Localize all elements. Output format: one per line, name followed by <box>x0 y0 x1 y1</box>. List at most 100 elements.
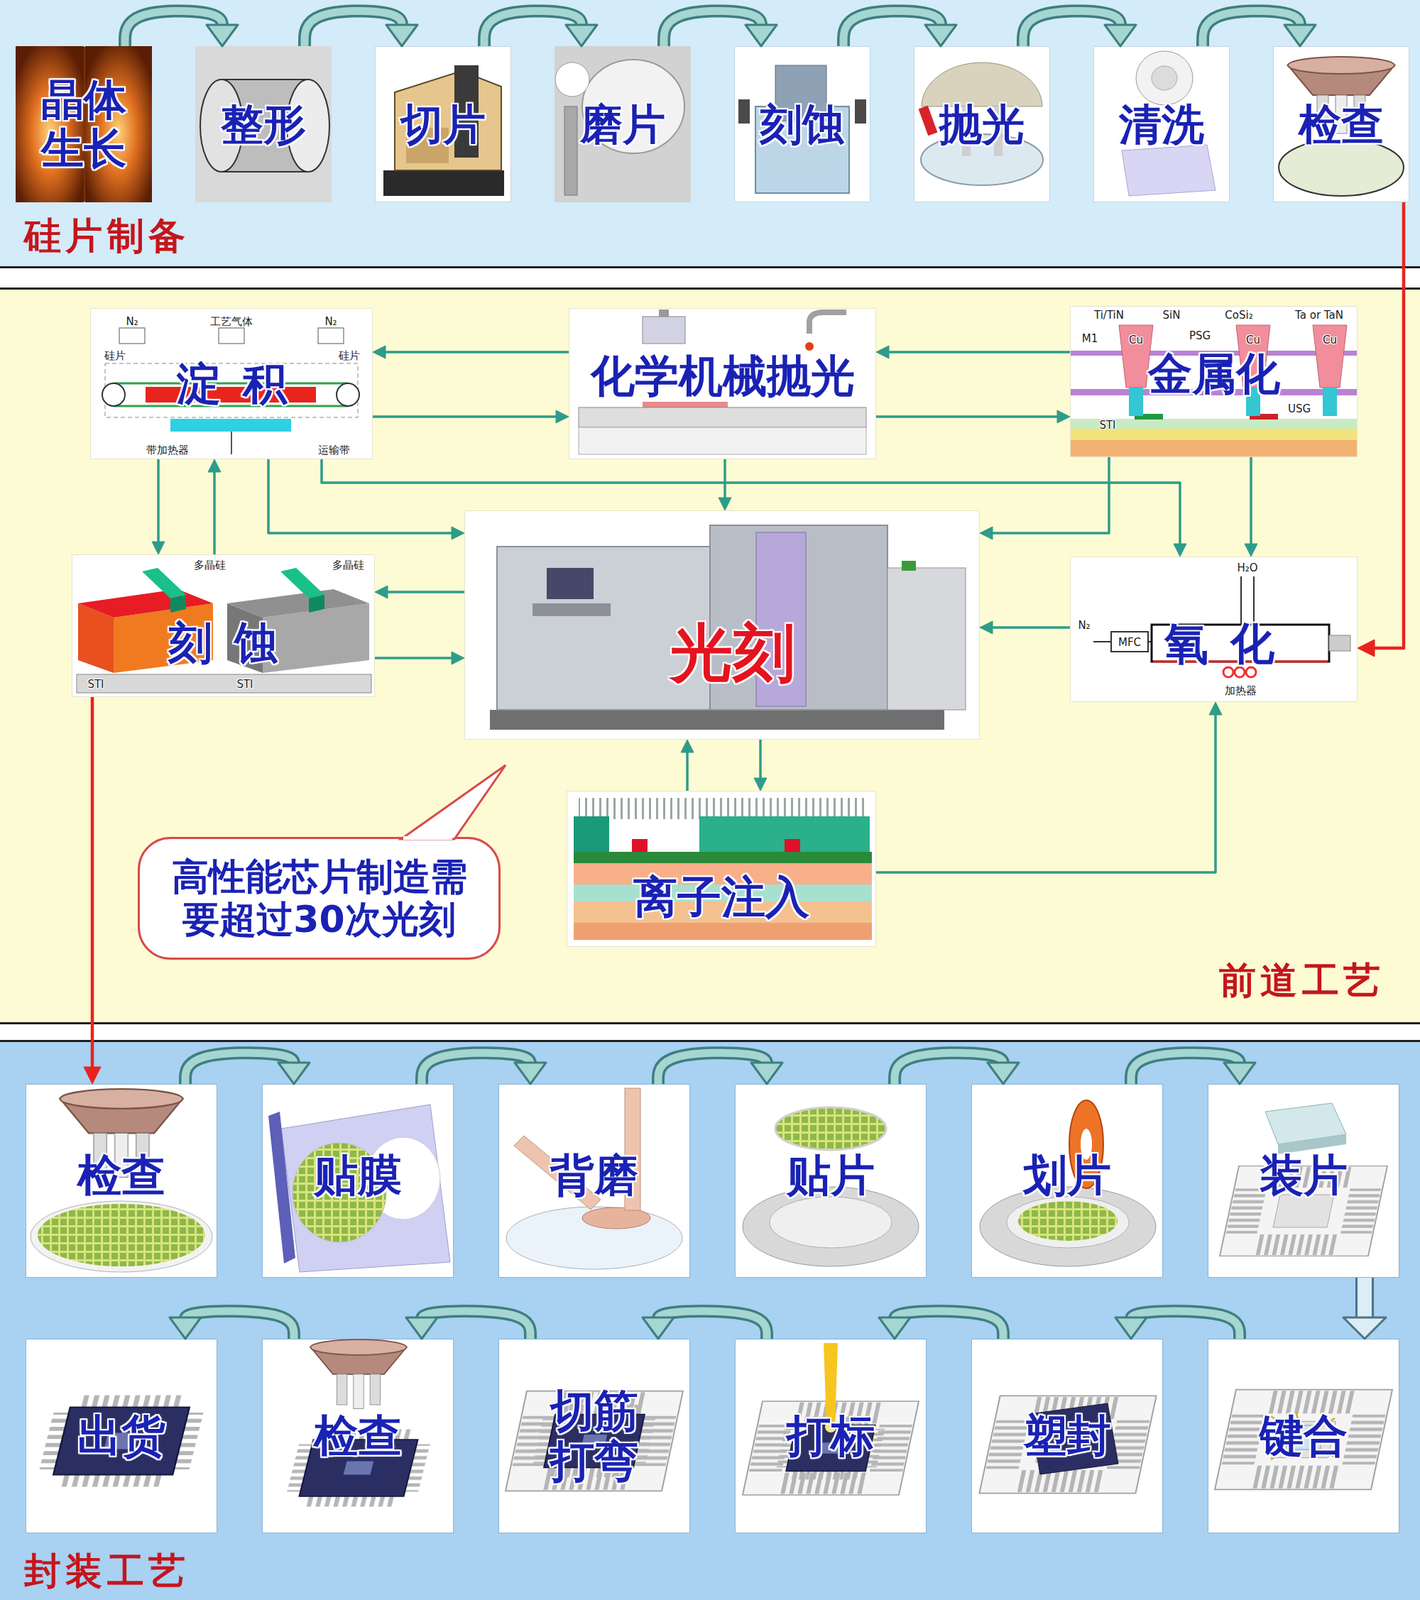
metallization-cross-section <box>1070 325 1357 457</box>
oxidation-furnace <box>1111 631 1149 652</box>
deposition-schematic <box>218 328 245 344</box>
oxidation-furnace <box>1246 667 1256 678</box>
label-anchor: N₂ <box>125 314 138 329</box>
marking-drawing <box>823 1343 838 1426</box>
process-label: 淀积 <box>154 358 309 409</box>
process-link <box>876 345 1070 359</box>
flow-arrow <box>1131 1311 1240 1340</box>
step-label: 检查 <box>77 1150 166 1201</box>
flow-arrow <box>894 1311 1004 1340</box>
flow-arrow <box>1023 10 1121 47</box>
label-anchor: Cu <box>1246 332 1261 347</box>
part-label: 带加热器 <box>146 443 189 457</box>
part-label: CoSi₂ <box>1224 308 1253 322</box>
cmp-drawing <box>805 342 814 351</box>
flow-arrow <box>484 10 582 47</box>
process-link <box>372 415 559 419</box>
dicing-drawing <box>1080 1128 1092 1161</box>
ion-implant-drawing <box>573 923 872 941</box>
arrow-head <box>372 345 386 359</box>
etch-tank-drawing <box>738 65 867 194</box>
arrow-head <box>1057 410 1070 424</box>
polishing-drawing <box>962 106 971 157</box>
flow-arrow <box>1131 1052 1240 1085</box>
label-anchor: USG <box>1287 401 1311 416</box>
label-anchor: 工艺气体 <box>210 314 253 329</box>
lithography-machine <box>756 532 806 707</box>
arrow-head <box>718 497 732 511</box>
band-title: 硅片制备 <box>19 215 190 258</box>
wafer-mount-drawing <box>742 1187 919 1267</box>
process-link <box>1244 457 1258 557</box>
trim-form-drawing <box>505 1391 684 1492</box>
shipping-chip-drawing <box>34 1395 208 1487</box>
process-link <box>754 739 767 791</box>
step-label: 塑封 <box>1023 1410 1112 1462</box>
marking-drawing <box>742 1401 919 1496</box>
arrow-head <box>555 410 569 424</box>
arrow-head <box>151 541 165 555</box>
flow-arrow <box>1357 1278 1372 1322</box>
flow-arrow <box>185 1052 310 1085</box>
trim-form-drawing <box>530 1405 659 1478</box>
etch-tank-drawing <box>755 106 850 194</box>
wafer-mount-drawing <box>742 1107 919 1267</box>
arrow-head <box>514 1062 546 1085</box>
wafer-slicing-machine <box>383 170 505 196</box>
part-label: Ta or TaN <box>1295 308 1344 322</box>
cleaning-drawing <box>1151 66 1178 91</box>
step-label: 清洗 <box>1118 100 1205 150</box>
wire-bond-drawing <box>1270 1412 1337 1460</box>
label-anchor: STI <box>87 677 104 691</box>
step-label: 划片 <box>1023 1150 1112 1201</box>
process-link <box>385 590 465 594</box>
wafer-inspection-drawing <box>1278 56 1404 196</box>
step-label: 检查 <box>313 1410 402 1462</box>
process-link <box>680 739 694 791</box>
band-title: 前道工艺 <box>1214 959 1385 1003</box>
process-label: 刻蚀 <box>146 617 301 669</box>
package-inspection-drawing <box>30 1201 213 1273</box>
arrow-head <box>1104 24 1136 47</box>
process-link <box>374 656 454 660</box>
process-band: 前道工艺淀积化学机械抛光金属化刻蚀光刻氧化离子注入高性能芯片制造需要超过30次光… <box>0 287 1420 1025</box>
wire-bond-drawing <box>1214 1390 1393 1491</box>
arrow-head <box>925 24 957 47</box>
step-label: 检查 <box>1298 100 1384 150</box>
oxidation-furnace <box>1151 624 1330 662</box>
part-label: STI <box>236 678 253 691</box>
polishing-drawing <box>994 106 1003 157</box>
crystal-growth-photo <box>15 46 152 203</box>
tape-mount-drawing <box>292 1143 387 1243</box>
deposition-schematic <box>170 418 292 432</box>
cmp-drawing <box>578 407 867 428</box>
process-link <box>876 410 1070 424</box>
polishing-drawing <box>918 105 938 136</box>
metallization-cross-section <box>1118 325 1154 388</box>
callout-bubble: 高性能芯片制造需要超过30次光刻 <box>137 837 501 960</box>
die-attach-drawing <box>1219 1103 1388 1256</box>
process-link <box>723 459 727 500</box>
flow-arrow <box>421 1052 546 1085</box>
etch-structure-drawing <box>142 568 187 599</box>
metallization-cross-section <box>1128 387 1144 417</box>
part-label: STI <box>87 678 104 691</box>
ion-implant-drawing <box>573 863 872 885</box>
molding-drawing <box>1029 1403 1119 1475</box>
flow-arrow <box>658 1052 767 1085</box>
arrow-head <box>1284 24 1316 47</box>
callout-tail <box>401 765 506 840</box>
part-label: N₂ <box>125 315 138 329</box>
label-anchor: N₂ <box>324 314 337 329</box>
process-link <box>268 459 454 534</box>
process-link <box>372 410 569 424</box>
arrow-head <box>451 651 465 665</box>
oxidation-furnace <box>1253 576 1255 625</box>
lithography-machine <box>489 710 945 730</box>
etch-structure-drawing <box>227 589 370 618</box>
oxidation-furnace <box>1234 667 1245 678</box>
callout-tail <box>401 765 506 840</box>
ion-implant-drawing <box>784 839 801 852</box>
main-flow-line <box>1371 202 1404 649</box>
label-anchor: STI <box>236 677 253 691</box>
